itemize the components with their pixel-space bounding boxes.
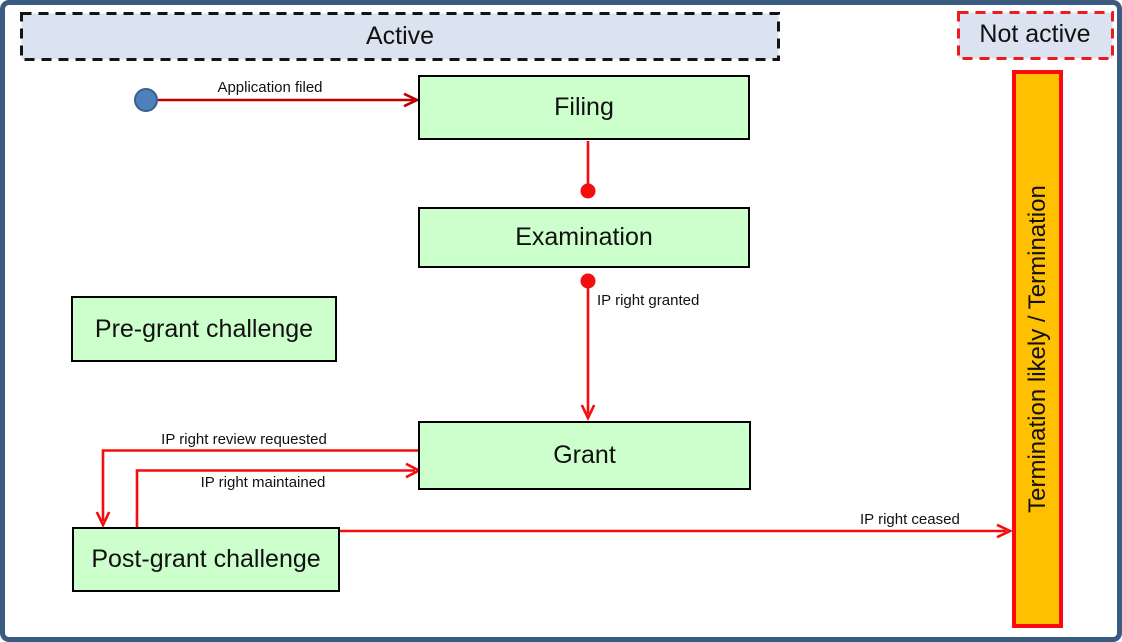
transition-label-ip-right-review-requested: IP right review requested: [161, 431, 327, 448]
transition-application-filed: [158, 92, 421, 108]
arrowhead-down-icon: [580, 404, 596, 422]
state-termination-label: Termination likely / Termination: [1023, 185, 1051, 513]
transition-label-application-filed: Application filed: [217, 79, 323, 96]
lane-active-box: [20, 12, 780, 61]
state-filing: Filing: [418, 75, 750, 140]
state-grant-label: Grant: [553, 441, 616, 469]
state-examination: Examination: [418, 207, 750, 268]
junction-dot-icon: [580, 183, 596, 199]
transition-ip-right-review-requested: [95, 449, 418, 529]
state-post-grant-challenge-label: Post-grant challenge: [91, 545, 321, 573]
transition-label-ip-right-maintained: IP right maintained: [200, 474, 326, 491]
transition-ip-right-ceased: [340, 523, 1014, 539]
lane-not-active-label: Not active: [979, 20, 1091, 48]
arrowhead-right-icon: [996, 523, 1014, 539]
state-pre-grant-challenge-label: Pre-grant challenge: [94, 314, 314, 343]
transition-filing-to-examination: [580, 141, 596, 199]
state-grant: Grant: [418, 421, 751, 490]
junction-dot-icon: [580, 273, 596, 289]
lane-not-active-box: [957, 11, 1114, 60]
state-examination-label: Examination: [515, 223, 653, 251]
transition-label-ip-right-ceased: IP right ceased: [860, 511, 960, 528]
start-state-icon: [134, 88, 158, 112]
state-pre-grant-challenge: Pre-grant challenge: [71, 296, 337, 362]
transition-ip-right-granted: [580, 273, 596, 422]
arrowhead-right-icon: [403, 92, 421, 108]
state-post-grant-challenge: Post-grant challenge: [72, 527, 340, 592]
transition-label-ip-right-granted: IP right granted: [597, 292, 700, 309]
state-filing-label: Filing: [554, 93, 614, 121]
arrowhead-down-icon: [95, 511, 111, 529]
lane-active-label: Active: [365, 22, 435, 50]
state-termination: Termination likely / Termination: [1012, 70, 1063, 628]
